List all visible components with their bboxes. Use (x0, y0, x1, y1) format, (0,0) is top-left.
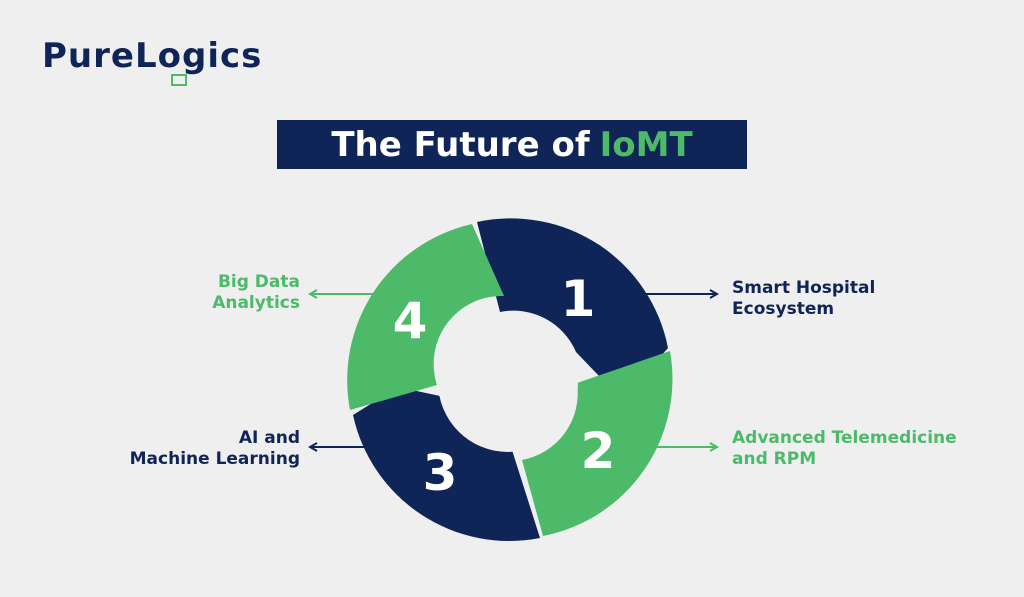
label-segment-2: Advanced Telemedicine and RPM (732, 428, 957, 470)
label-segment-4-line1: Big Data (217, 272, 300, 292)
label-segment-2-line2: and RPM (732, 449, 817, 469)
segment-2 (522, 351, 673, 536)
label-segment-4: Big Data Analytics (212, 272, 300, 314)
label-segment-1: Smart Hospital Ecosystem (732, 278, 875, 320)
title-banner: The Future of IoMT (277, 120, 747, 169)
label-segment-4-line2: Analytics (212, 293, 300, 313)
segment-2-number: 2 (581, 422, 616, 480)
center-circle (438, 312, 578, 452)
segment-4-number: 4 (393, 292, 428, 350)
segment-4 (347, 224, 504, 410)
title-main: The Future of (331, 124, 590, 165)
title-accent: IoMT (599, 124, 693, 165)
label-segment-1-line2: Ecosystem (732, 299, 835, 319)
segment-1-number: 1 (561, 270, 596, 328)
segment-1 (477, 218, 668, 400)
segment-3 (353, 387, 540, 541)
label-segment-2-line1: Advanced Telemedicine (732, 428, 957, 448)
segment-3-number: 3 (423, 444, 458, 502)
brand-logo: PureLogics (42, 36, 263, 76)
logo-mark-icon (171, 74, 187, 86)
label-segment-3-line2: Machine Learning (129, 449, 300, 469)
label-segment-1-line1: Smart Hospital (732, 278, 876, 298)
label-segment-3-line1: AI and (238, 428, 300, 448)
label-segment-3: AI and Machine Learning (130, 428, 300, 470)
